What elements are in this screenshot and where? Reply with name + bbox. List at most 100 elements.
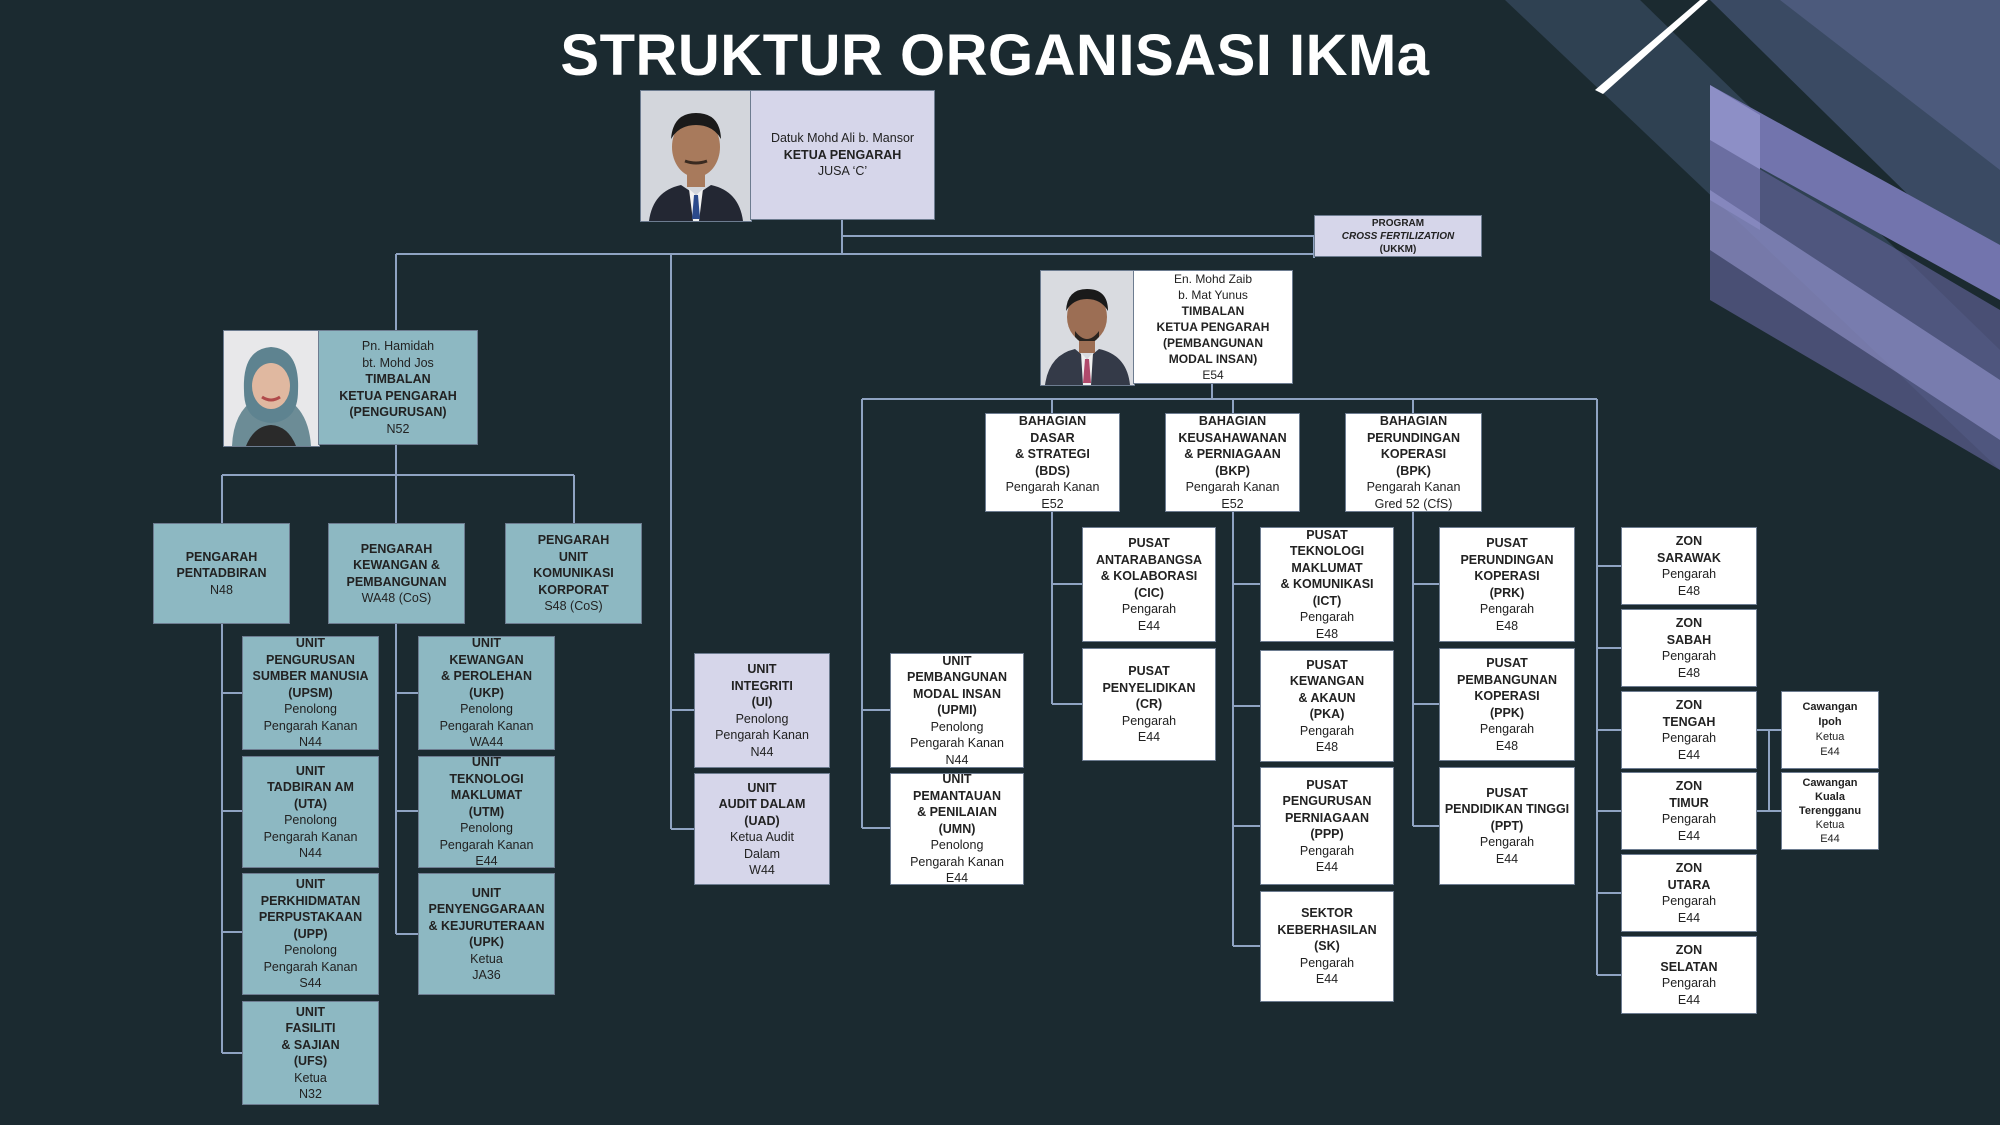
pusat-l1: PUSAT (1486, 536, 1528, 550)
pusat-pka: PUSAT KEWANGAN & AKAUN (PKA) Pengarah E4… (1260, 650, 1394, 762)
page-title: STRUKTUR ORGANISASI IKMa (560, 23, 1430, 88)
tkp-pengurusan-role3: (PENGURUSAN) (349, 405, 447, 419)
pusat-r1: Pengarah (1299, 843, 1355, 858)
pusat-l2: KEWANGAN (1289, 674, 1365, 688)
bahagian-l2: DASAR (1030, 430, 1075, 445)
pusat-grade: E48 (1315, 740, 1339, 754)
pusat-l4: (PKA) (1309, 707, 1345, 721)
pusat-l2: KEBERHASILAN (1277, 922, 1377, 937)
zon-r1: Pengarah (1661, 976, 1717, 990)
zon-r1: Pengarah (1661, 731, 1717, 745)
pusat-l5: (ICT) (1312, 593, 1342, 608)
pusat-l2: TEKNOLOGI (1289, 544, 1365, 559)
pengarah-l2: PENTADBIRAN (176, 566, 267, 581)
unit-grade: N44 (299, 846, 322, 860)
unit-r1: Penolong (930, 719, 984, 734)
unit-l1: UNIT (471, 636, 502, 651)
cawangan-grade: E44 (1820, 833, 1840, 845)
zon-sabah: ZON SABAH Pengarah E48 (1621, 609, 1757, 687)
unit-l2: TEKNOLOGI (449, 771, 524, 786)
tkp-pengurusan-grade: N52 (386, 421, 410, 436)
zon-l1: ZON (1675, 779, 1703, 793)
pengarah-l3: PEMBANGUNAN (346, 574, 447, 589)
ketua-name: Datuk Mohd Ali b. Mansor (770, 131, 915, 146)
zon-r1: Pengarah (1661, 567, 1717, 581)
zon-grade: E48 (1677, 665, 1701, 680)
bahagian-l4: (BDS) (1035, 463, 1070, 478)
pusat-l3: MAKLUMAT (1291, 560, 1363, 575)
pusat-ppk: PUSAT PEMBANGUNAN KOPERASI (PPK) Pengara… (1439, 648, 1575, 761)
unit-upp: UNIT PERKHIDMATAN PERPUSTAKAAN (UPP) Pen… (242, 873, 379, 995)
unit-l4: (UMN) (938, 821, 976, 836)
pusat-grade: E44 (1315, 972, 1339, 987)
unit-l3: (UAD) (744, 813, 780, 828)
pusat-grade: E44 (1137, 730, 1161, 745)
bahagian-l3: & STRATEGI (1015, 447, 1090, 461)
pengarah-pentadbiran: PENGARAH PENTADBIRAN N48 (153, 523, 290, 624)
unit-r2: Pengarah Kanan (439, 718, 534, 733)
bahagian-grade: E52 (1221, 496, 1244, 511)
pengarah-komunikasi-korporat: PENGARAH UNIT KOMUNIKASI KORPORAT S48 (C… (505, 523, 642, 624)
unit-grade: E44 (475, 854, 498, 868)
unit-r1: Ketua (470, 951, 503, 966)
bahagian-l2: KEUSAHAWANAN (1178, 430, 1287, 445)
bahagian-r1: Pengarah Kanan (1005, 480, 1100, 494)
pusat-ppt: PUSAT PENDIDIKAN TINGGI (PPT) Pengarah E… (1439, 767, 1575, 885)
bahagian-bpk: BAHAGIAN PERUNDINGAN KOPERASI (BPK) Peng… (1345, 413, 1482, 512)
bahagian-l2: PERUNDINGAN (1366, 430, 1461, 445)
pusat-l2: ANTARABANGSA (1095, 552, 1202, 567)
unit-l2: INTEGRITI (731, 678, 793, 693)
unit-r2: Pengarah Kanan (715, 728, 809, 742)
unit-r1: Penolong (460, 702, 513, 717)
pengarah-grade: N48 (210, 582, 233, 597)
bahagian-l3: KOPERASI (1380, 447, 1447, 461)
pusat-l1: PUSAT (1486, 785, 1528, 800)
pusat-ppp: PUSAT PENGURUSAN PERNIAGAAN (PPP) Pengar… (1260, 767, 1394, 885)
unit-l3: SUMBER MANUSIA (252, 669, 369, 684)
unit-r2: Pengarah Kanan (263, 718, 358, 733)
unit-r1: Ketua Audit (730, 830, 794, 844)
unit-l3: PERPUSTAKAAN (258, 910, 363, 925)
unit-l3: (UTA) (293, 796, 328, 811)
pengarah-l4: KORPORAT (538, 582, 609, 597)
unit-audit-dalam: UNIT AUDIT DALAM (UAD) Ketua Audit Dalam… (694, 773, 830, 885)
unit-l1: UNIT (942, 653, 972, 668)
unit-umn: UNIT PEMANTAUAN & PENILAIAN (UMN) Penolo… (890, 773, 1024, 885)
unit-grade: JA36 (472, 968, 501, 982)
unit-l2: PENGURUSAN (266, 652, 355, 667)
pusat-l2: PENYELIDIKAN (1102, 680, 1196, 695)
pusat-grade: E48 (1495, 618, 1519, 633)
pusat-l3: & AKAUN (1298, 690, 1356, 705)
zon-sarawak: ZON SARAWAK Pengarah E48 (1621, 527, 1757, 605)
zon-utara: ZON UTARA Pengarah E44 (1621, 854, 1757, 932)
zon-l1: ZON (1675, 534, 1703, 548)
zon-l2: TIMUR (1669, 795, 1709, 810)
pusat-cr: PUSAT PENYELIDIKAN (CR) Pengarah E44 (1082, 648, 1216, 761)
unit-utm: UNIT TEKNOLOGI MAKLUMAT (UTM) Penolong P… (418, 756, 555, 868)
pusat-l4: (CIC) (1134, 585, 1164, 600)
cawangan-grade: E44 (1820, 746, 1840, 758)
unit-l2: AUDIT DALAM (718, 797, 806, 811)
cawangan-l3: Terengganu (1798, 805, 1862, 817)
pusat-l3: (PPT) (1490, 818, 1524, 833)
pusat-l4: (PPK) (1489, 705, 1525, 720)
unit-l4: (UPSM) (288, 685, 333, 700)
unit-grade: N32 (299, 1087, 322, 1101)
pusat-r1: Pengarah (1121, 602, 1177, 616)
unit-r1: Ketua (294, 1070, 327, 1085)
pengarah-grade: S48 (CoS) (544, 599, 603, 614)
unit-l4: (UPMI) (937, 703, 977, 718)
zon-l2: TENGAH (1662, 714, 1716, 729)
bahagian-l1: BAHAGIAN (1198, 414, 1267, 428)
pusat-r1: Pengarah (1299, 955, 1355, 970)
bahagian-l4: (BPK) (1396, 463, 1431, 478)
pusat-l1: PUSAT (1128, 664, 1170, 679)
zon-grade: E44 (1677, 910, 1701, 925)
pusat-l2: PENDIDIKAN TINGGI (1444, 802, 1570, 817)
pusat-l2: PEMBANGUNAN (1457, 672, 1557, 687)
bahagian-r1: Pengarah Kanan (1185, 480, 1280, 494)
pusat-r1: Pengarah (1479, 722, 1535, 736)
tkp-pembangunan-role1: TIMBALAN (1181, 304, 1245, 318)
cawangan-r1: Ketua (1815, 819, 1845, 831)
